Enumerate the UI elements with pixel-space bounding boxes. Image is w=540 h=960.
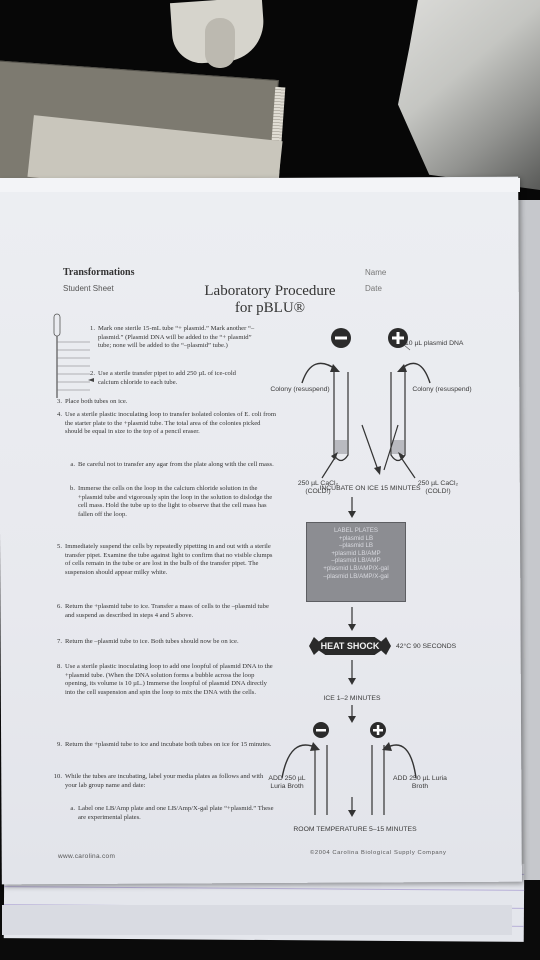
pipette-icon: [53, 313, 94, 398]
heat-time-label: 42°C 90 SECONDS: [396, 643, 457, 650]
section-title: Transformations: [63, 267, 135, 278]
step-6: 6. Return the +plasmid tube to ice. Tran…: [57, 603, 269, 619]
tube-plus-top: [390, 372, 406, 462]
step-2: 2. Use a sterile transfer pipet to add 2…: [90, 370, 236, 386]
cacl-left-label: 250 µL CaCl₂ (COLD!): [297, 480, 339, 495]
label-plates-box: LABEL PLATES +plasmid LB –plasmid LB +pl…: [306, 522, 406, 602]
broth-left-label: ADD 250 µL Luria Broth: [268, 775, 306, 790]
copyright-footer: ©2004 Carolina Biological Supply Company: [310, 850, 447, 856]
step-10a: a. Label one LB/Amp plate and one LB/Amp…: [70, 805, 274, 821]
sheet-type: Student Sheet: [63, 284, 114, 293]
room-temp-label: ROOM TEMPERATURE 5–15 MINUTES: [293, 826, 417, 833]
step-10: 10. While the tubes are incubating, labe…: [53, 773, 264, 789]
website-footer: www.carolina.com: [58, 853, 116, 860]
name-label: Name: [365, 268, 387, 277]
step-8: 8. Use a sterile plastic inoculating loo…: [57, 663, 273, 696]
step-4b: b. Immerse the cells on the loop in the …: [70, 485, 273, 518]
step-7: 7. Return the –plasmid tube to ice. Both…: [57, 638, 239, 645]
date-label: Date: [365, 284, 382, 293]
cacl-right-label: 250 µL CaCl₂ (COLD!): [417, 480, 459, 495]
broth-right-label: ADD 250 µL Luria Broth: [393, 775, 447, 790]
heat-shock-badge: HEAT SHOCK: [309, 637, 391, 655]
step-5: 5. Immediately suspend the cells by repe…: [57, 543, 273, 576]
step-4a: a. Be careful not to transfer any agar f…: [70, 461, 274, 468]
step-3: 3. Place both tubes on ice.: [57, 398, 128, 405]
step-4: 4. Use a sterile plastic inoculating loo…: [57, 411, 276, 436]
incubate-label: INCUBATE ON ICE 15 MINUTES: [319, 485, 421, 492]
ice-label: ICE 1–2 MINUTES: [323, 695, 381, 702]
step-9: 9. Return the +plasmid tube to ice and i…: [57, 741, 272, 748]
sheet-header: Transformations Student Sheet: [63, 267, 134, 293]
page-title: Laboratory Procedure for pBLU®: [204, 283, 336, 316]
colony-left-label: Colony (resuspend): [270, 386, 330, 393]
step-1: 1. Mark one sterile 15-mL tube “+ plasmi…: [90, 325, 255, 350]
white-cloth-fold: [205, 18, 235, 68]
colony-right-label: Colony (resuspend): [412, 386, 472, 393]
sheet-edge: [0, 178, 520, 192]
loop-arrow-left: [301, 362, 338, 384]
plasmid-dna-label: 10 µL plasmid DNA: [405, 340, 464, 347]
paper-stack-lower: [2, 905, 512, 935]
